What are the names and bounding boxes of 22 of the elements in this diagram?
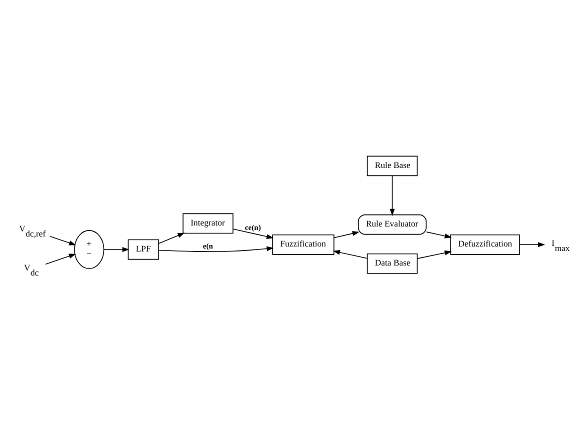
arrow (158, 246, 274, 252)
edge-label: ce(n) (244, 223, 261, 232)
arrow (232, 228, 274, 239)
arrow (103, 247, 130, 252)
arrow (334, 231, 360, 238)
arrow (158, 232, 185, 244)
arrow (426, 232, 452, 238)
arrow (332, 250, 368, 259)
node-box: Rule Evaluator (358, 214, 427, 235)
arrow (45, 254, 76, 265)
edge-label: e(n (202, 242, 213, 251)
node-box: Defuzzification (450, 234, 520, 255)
arrow (50, 236, 76, 246)
node-box: LPF (128, 239, 160, 260)
node-ellipse: + − (74, 230, 104, 270)
arrow (417, 250, 452, 259)
node-box: Integrator (182, 213, 234, 234)
node-box: Rule Base (366, 156, 418, 176)
node-box: Fuzzification (272, 234, 334, 255)
arrow (390, 175, 395, 216)
arrow (519, 242, 546, 248)
node-box: Data Base (366, 253, 418, 274)
